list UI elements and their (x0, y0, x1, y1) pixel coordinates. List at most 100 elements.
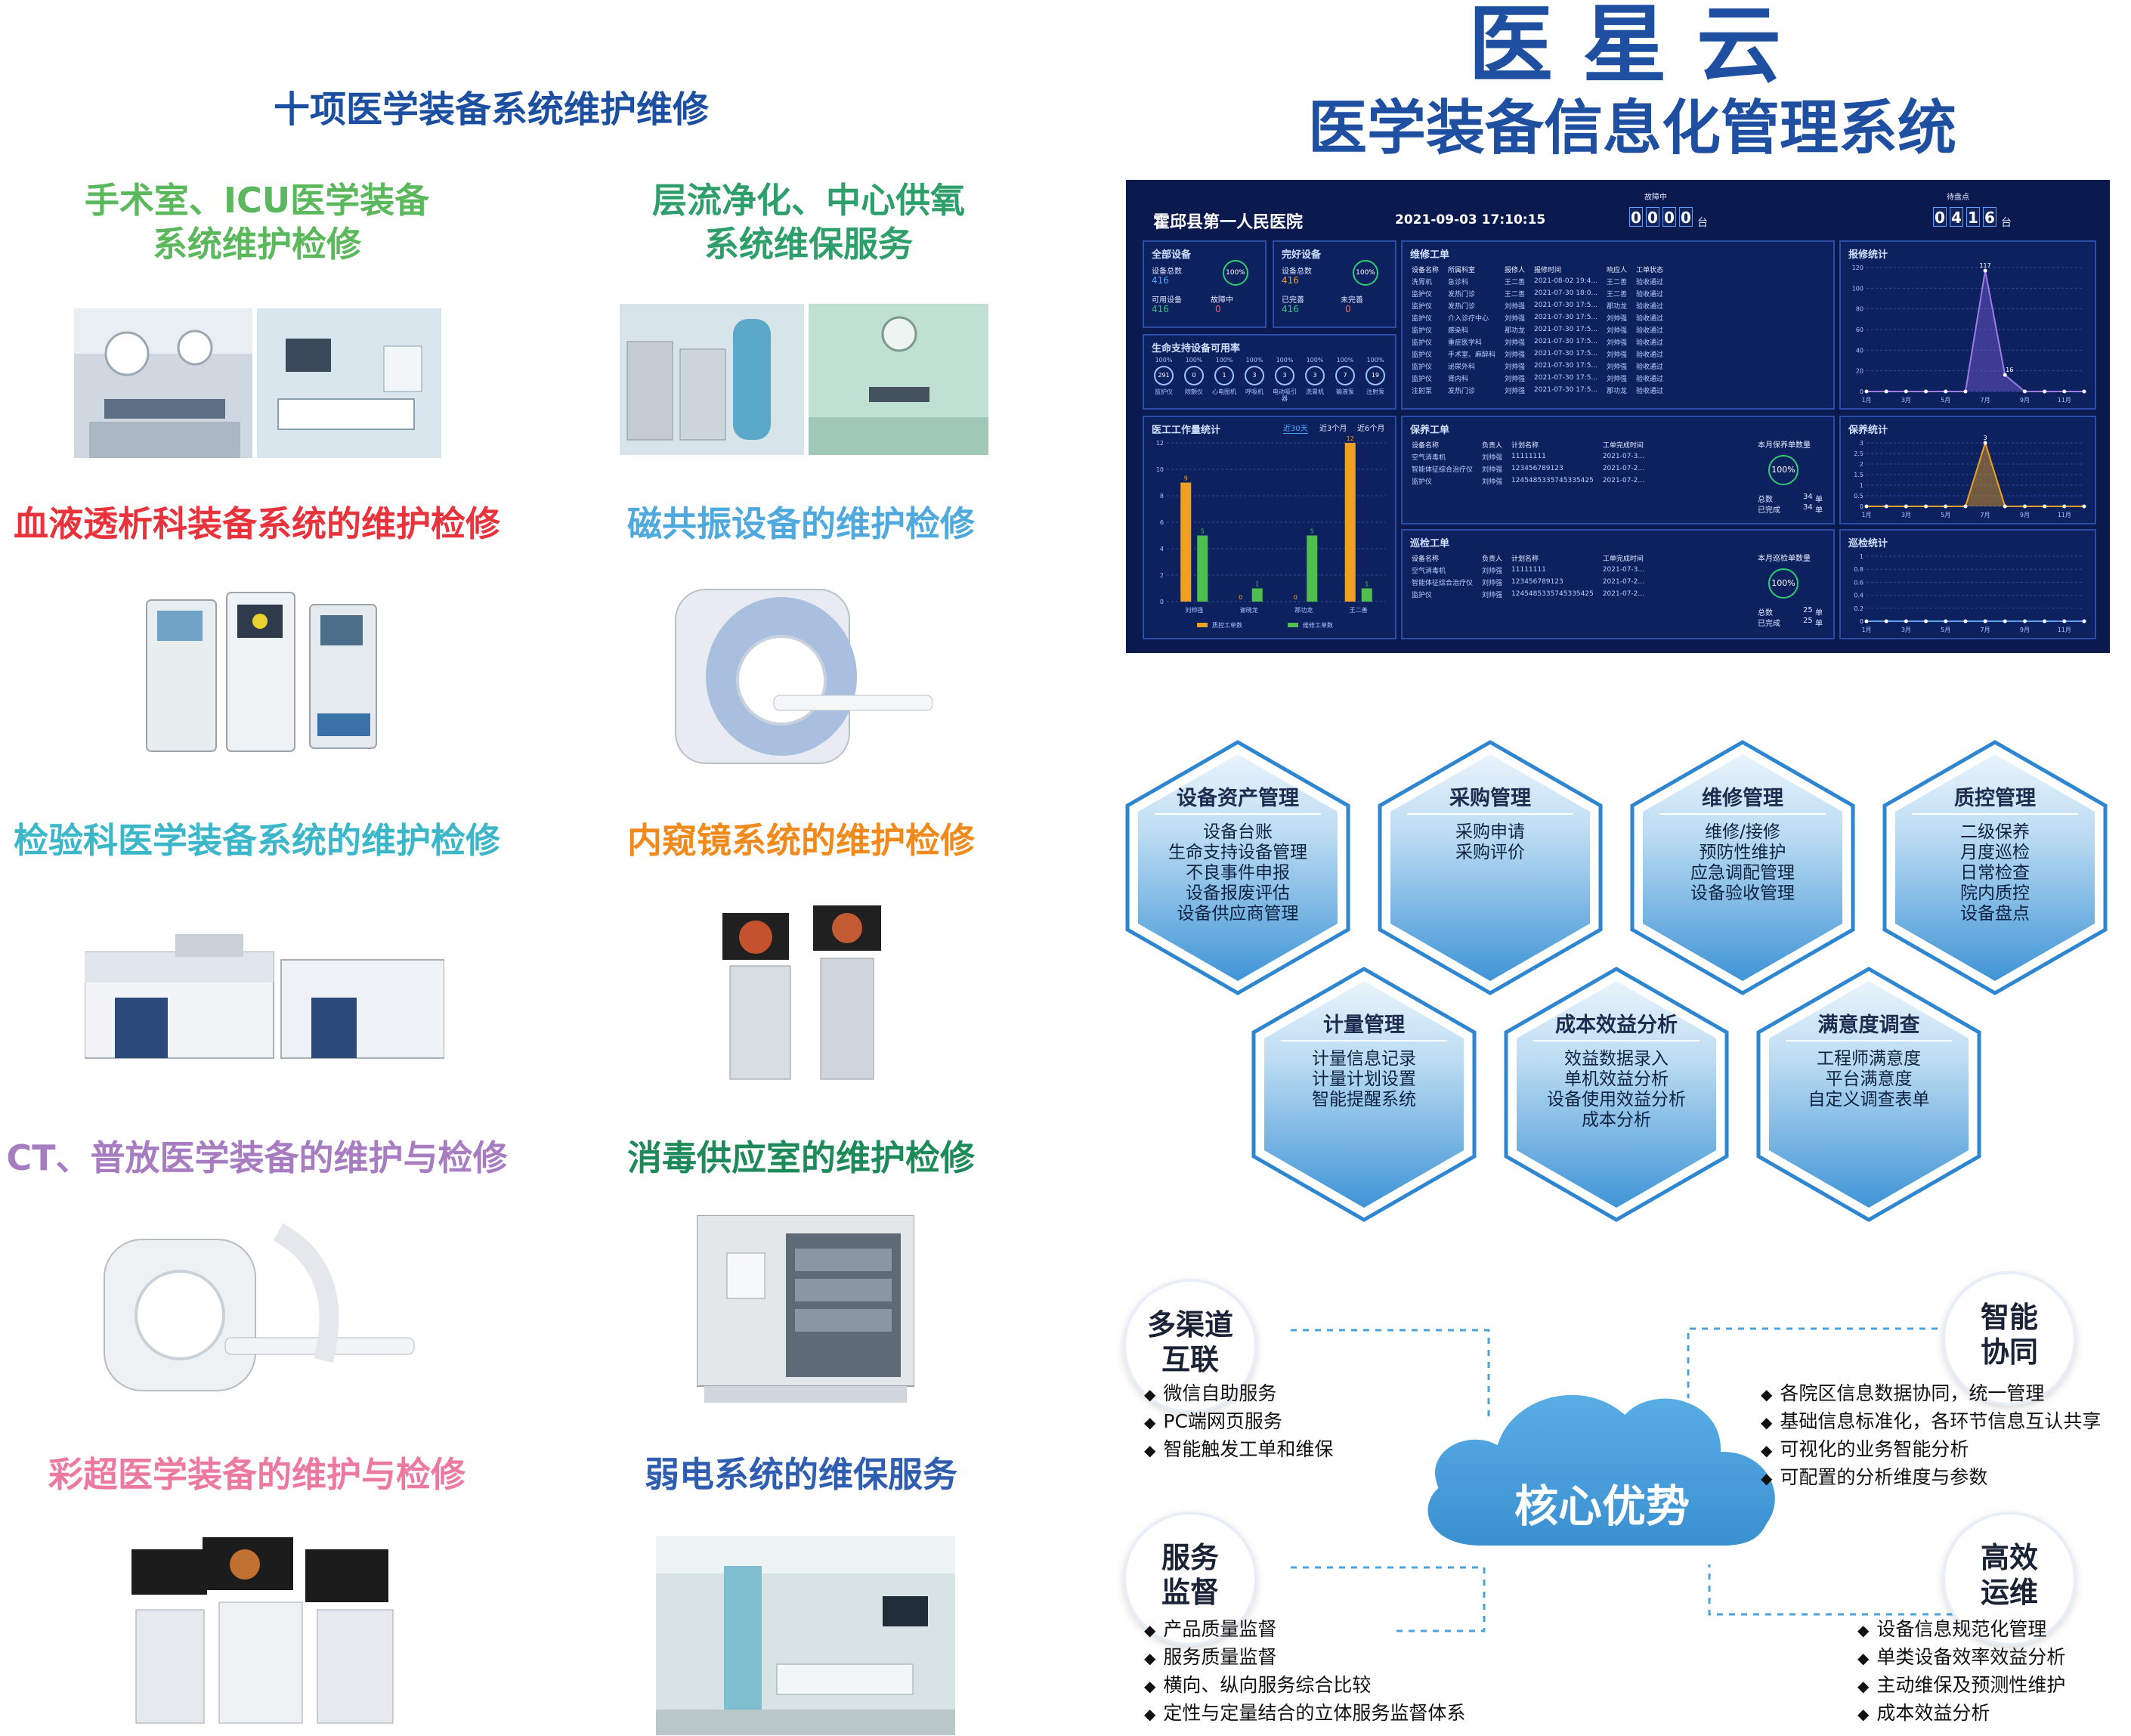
workload-tab[interactable]: 近6个月 (1357, 425, 1385, 433)
y-tick-label: 100 (1852, 285, 1863, 292)
x-tick-label: 1月 (1861, 397, 1871, 404)
series-point (1864, 504, 1869, 509)
series-point (1904, 389, 1908, 394)
module-item: 设备台账 (1203, 822, 1273, 842)
table-cell: 2021-07-2... (1602, 465, 1644, 472)
section-title-line: 手术室、ICU医学装备 (84, 180, 430, 221)
table-cell: 11111111 (1511, 566, 1546, 574)
y-tick-label: 8 (1160, 493, 1164, 500)
y-tick-label: 1 (1860, 482, 1863, 489)
core-advantage-label: 核心优势 (1514, 1481, 1690, 1532)
advantage-label-line: 多渠道 (1146, 1308, 1233, 1341)
life-support-device-name: 呼吸机 (1245, 388, 1263, 395)
table-header: 负责人 (1482, 441, 1503, 450)
table-cell: 王二善 (1607, 290, 1628, 299)
done-unit: 单 (1815, 506, 1823, 515)
advantage-item: 服务质量监督 (1144, 1644, 1465, 1672)
series-point (1904, 619, 1908, 624)
table-cell: 刘帅强 (1482, 591, 1503, 599)
table-cell: 感染科 (1448, 326, 1469, 335)
table-cell: 刘帅强 (1607, 314, 1628, 323)
section-title-oxygen: 层流净化、中心供氧 系统维保服务 (597, 178, 1020, 266)
stat-value: 416 (1282, 304, 1299, 314)
table-cell: 王二善 (1505, 278, 1526, 286)
workload-tab[interactable]: 近3个月 (1319, 425, 1347, 433)
module-title: 维修管理 (1702, 787, 1783, 810)
workload-tab[interactable]: 近30天 (1283, 422, 1308, 434)
table-cell: 监护仪 (1412, 375, 1433, 383)
advantage-item: 可配置的分析维度与参数 (1761, 1464, 2101, 1492)
advantage-label-line: 高效 (1980, 1541, 2038, 1574)
endoscope-system-photo (715, 905, 893, 1088)
x-tick-label: 5月 (1941, 627, 1950, 633)
module-items: 维修/接修预防性维护应急调配管理设备验收管理 (1629, 822, 1856, 904)
table-cell: 空气消毒机 (1412, 567, 1446, 575)
table-cell: 监护仪 (1412, 339, 1433, 347)
legend-swatch-repair (1288, 623, 1298, 627)
table-cell: 注射泵 (1412, 387, 1433, 395)
module-item: 工程师满意度 (1817, 1049, 1921, 1069)
y-tick-label: 0.4 (1854, 593, 1863, 599)
x-tick-label: 7月 (1981, 627, 1990, 633)
series-point (1944, 619, 1948, 624)
done-value: 34 (1803, 503, 1813, 512)
table-cell: 监护仪 (1412, 290, 1433, 299)
table-cell: 刘帅强 (1607, 351, 1628, 359)
panel-title: 维修工单 (1410, 249, 1450, 261)
series-point (2003, 619, 2007, 624)
stat-label: 已完善 (1282, 296, 1304, 305)
table-cell: 验收通过 (1636, 339, 1664, 347)
series-point (2022, 504, 2027, 509)
brand-title: 医 星 云 (1468, 0, 1781, 94)
advantage-list-smart: 各院区信息数据协同，统一管理 基础信息标准化，各环节信息互认共享 可视化的业务智… (1761, 1380, 2101, 1492)
module-items: 计量信息记录计量计划设置智能提醒系统 (1251, 1049, 1477, 1110)
series-point (2003, 504, 2007, 509)
table-cell: 2021-07-30 17:5... (1534, 302, 1598, 309)
hexagon-shape (1251, 967, 1477, 1222)
table-cell: 智能体征综合治疗仪 (1412, 466, 1474, 474)
x-tick-label: 刘帅强 (1185, 606, 1203, 614)
table-cell: 那功龙 (1607, 302, 1628, 311)
legend-swatch-qc (1197, 623, 1208, 627)
table-header: 报修人 (1505, 266, 1526, 274)
dashboard-datetime: 2021-09-03 17:10:15 (1395, 212, 1546, 227)
x-tick-label: 王二善 (1350, 606, 1368, 614)
stat-label: 设备总数 (1152, 268, 1182, 276)
stat-label: 未完善 (1341, 296, 1363, 305)
life-support-pct: 100% (1185, 357, 1203, 364)
y-tick-label: 0 (1860, 618, 1863, 625)
advantage-label-line: 互联 (1161, 1343, 1219, 1376)
table-cell: 刘帅强 (1607, 375, 1628, 383)
intact-devices-panel: 完好设备 设备总数 416 已完善 416 未完善 0 100% (1273, 240, 1396, 328)
section-title-sterilization: 消毒供应室的维护检修 (627, 1137, 975, 1178)
table-header: 工单状态 (1636, 266, 1664, 274)
x-tick-label: 7月 (1981, 512, 1990, 518)
life-support-pct: 100% (1366, 357, 1384, 364)
peak-label: 3 (1984, 435, 1987, 441)
module-divider (1786, 1040, 1952, 1041)
life-support-count: 19 (1366, 366, 1385, 385)
advantage-item: 各院区信息数据协同，统一管理 (1761, 1380, 2101, 1408)
advantage-item: 成本效益分析 (1857, 1700, 2065, 1728)
series-point (2062, 389, 2067, 394)
series-point (1983, 441, 1987, 445)
series-point (2082, 619, 2086, 624)
